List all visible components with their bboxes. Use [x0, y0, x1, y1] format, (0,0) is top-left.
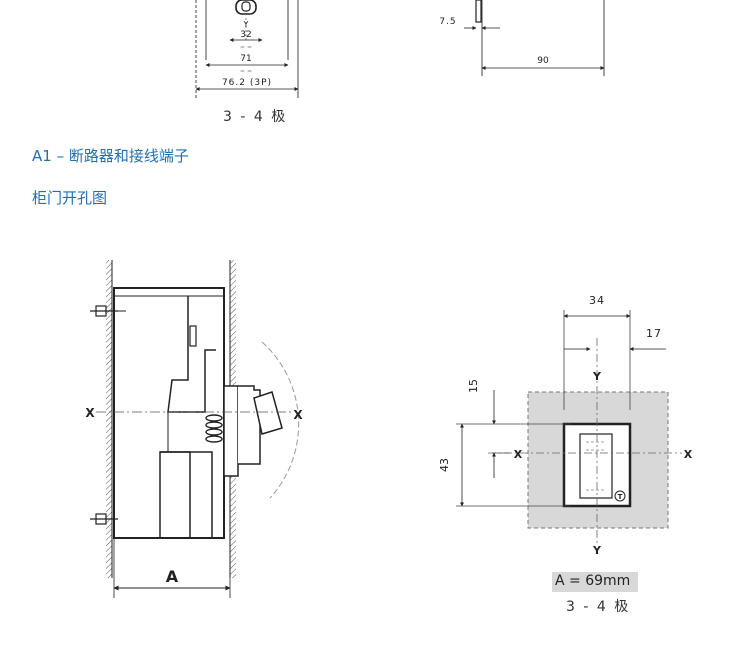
top-right-drawing: 7.5 90	[439, 0, 605, 76]
side-x-left: X	[85, 406, 95, 420]
cutout-symbol: T	[618, 493, 623, 501]
cutout-x-right: X	[684, 448, 693, 461]
svg-text:= =: = =	[240, 44, 252, 51]
dim-76-2: 76.2 (3P)	[222, 78, 272, 88]
cutout-drawing: T Y Y X X 34 17 15 43	[438, 294, 693, 557]
formula-text: A = 69mm	[555, 573, 631, 589]
cutout-y-top: Y	[592, 370, 602, 383]
top-drawing: Y 32 71 76.2 (3P) = = = = 7.5 90	[195, 0, 605, 98]
cutout-y-bottom: Y	[592, 544, 602, 557]
dim-71: 71	[240, 54, 251, 64]
dim-32: 32	[240, 30, 251, 40]
dim-a-label: A	[166, 567, 179, 586]
dim-43: 43	[438, 458, 451, 472]
dim-90: 90	[537, 56, 549, 66]
cutout-caption: 3 - 4 极	[566, 599, 631, 615]
subsection-heading: 柜门开孔图	[32, 189, 108, 207]
cutout-x-left: X	[514, 448, 523, 461]
top-caption: 3 - 4 极	[223, 109, 288, 125]
top-y-label: Y	[243, 20, 249, 29]
dim-34: 34	[589, 294, 605, 307]
dim-7-5: 7.5	[439, 17, 456, 27]
dim-15: 15	[467, 379, 480, 393]
section-heading: A1 – 断路器和接线端子	[32, 147, 189, 165]
dim-17: 17	[646, 327, 662, 340]
svg-text:= =: = =	[240, 68, 252, 75]
formula-box	[552, 572, 638, 592]
side-view-drawing: X X A	[85, 260, 303, 598]
top-left-drawing: Y 32 71 76.2 (3P) = = = =	[195, 0, 299, 98]
side-x-right: X	[293, 408, 303, 422]
